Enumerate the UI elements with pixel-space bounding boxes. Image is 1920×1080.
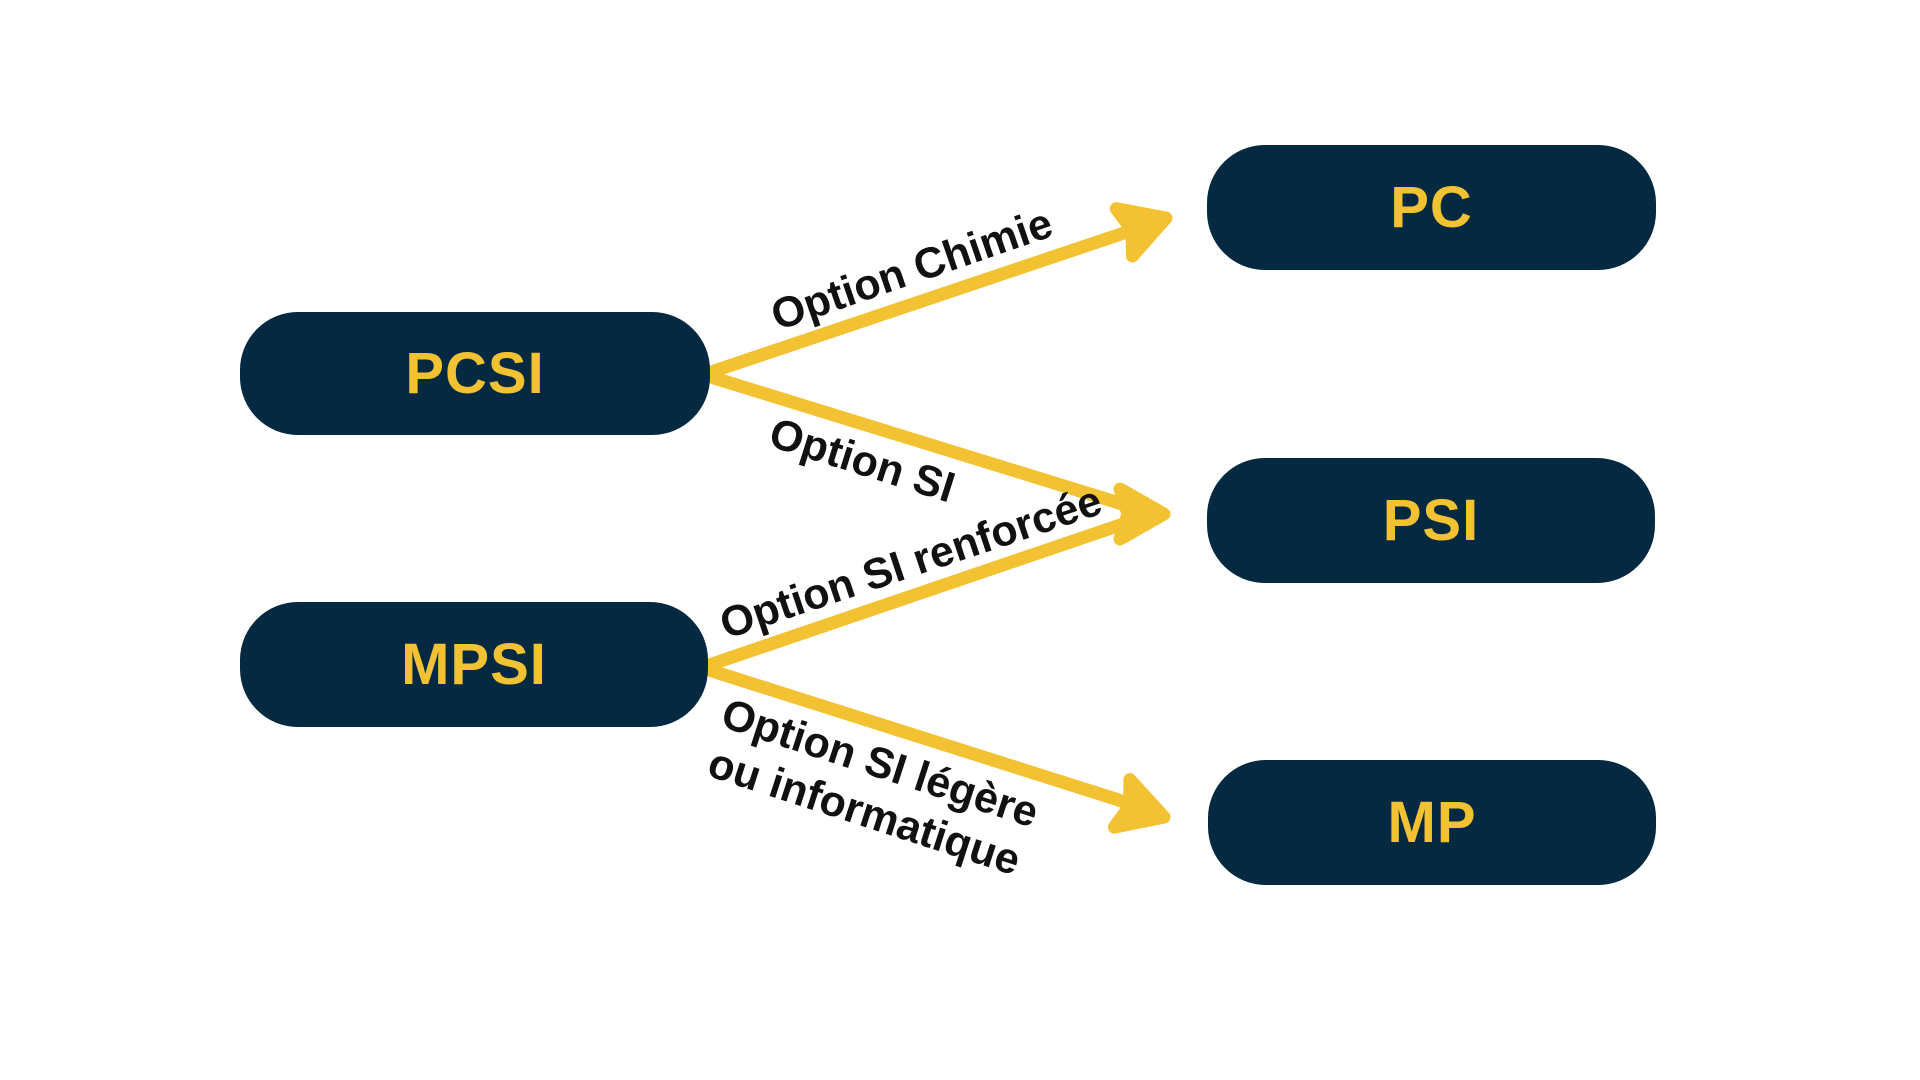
node-pcsi-label: PCSI	[405, 341, 545, 406]
node-mpsi: MPSI	[240, 602, 708, 727]
arrow-pcsi-psi	[707, 371, 1139, 514]
arrow-mpsi-psi	[705, 482, 1171, 671]
arrow-pcsi-pc	[707, 202, 1173, 378]
node-psi-label: PSI	[1382, 488, 1480, 553]
node-pc: PC	[1207, 145, 1656, 270]
arrowhead-icon	[1107, 773, 1171, 834]
arrow-shaft	[705, 664, 1129, 808]
arrow-shaft	[705, 514, 1139, 671]
node-mpsi-label: MPSI	[401, 632, 547, 697]
node-mp-label: MP	[1387, 790, 1477, 855]
arrowhead-icon	[1113, 482, 1171, 546]
arrow-shaft	[707, 226, 1131, 378]
node-pc-label: PC	[1390, 175, 1473, 240]
node-psi: PSI	[1207, 458, 1655, 583]
arrowhead-icon	[1109, 202, 1173, 263]
node-mp: MP	[1208, 760, 1656, 885]
arrow-mpsi-mp	[705, 664, 1171, 834]
node-pcsi: PCSI	[240, 312, 710, 435]
arrow-shaft	[707, 371, 1139, 514]
